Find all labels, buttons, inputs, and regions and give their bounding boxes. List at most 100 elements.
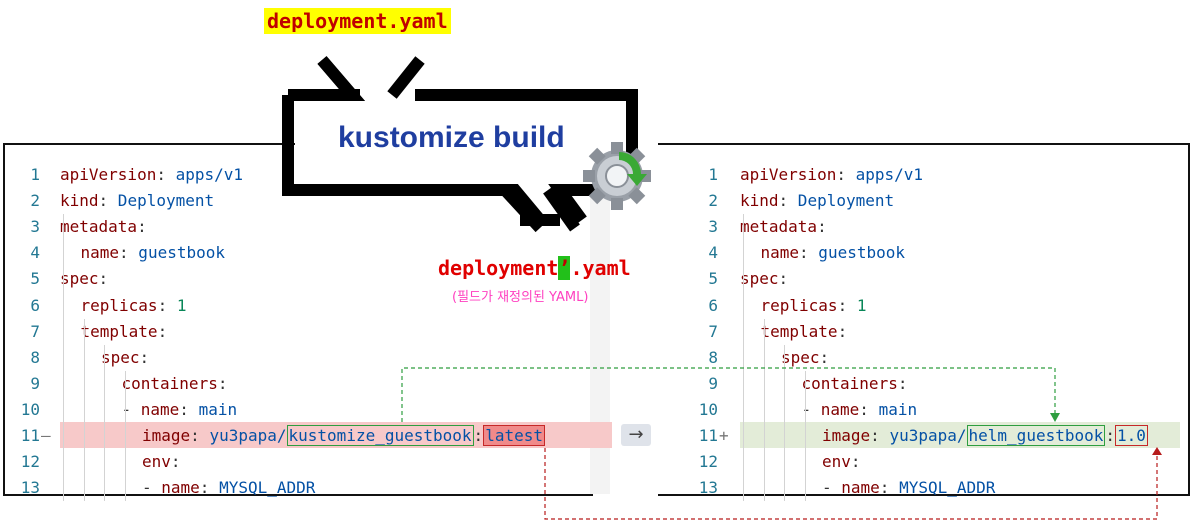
left-yaml-value: Deployment: [108, 191, 215, 211]
left-code-line[interactable]: apiVersion: apps/v1: [60, 162, 243, 188]
left-yaml-key: metadata: [60, 217, 138, 237]
right-yaml-key: template: [760, 321, 838, 341]
left-scroll-gutter[interactable]: [590, 145, 610, 494]
right-line-number: 1: [708, 165, 718, 184]
right-colon: :: [799, 243, 809, 263]
left-yaml-key: name: [140, 399, 180, 419]
left-line-number: 7: [30, 321, 40, 341]
right-image-name: helm_guestbook: [966, 425, 1106, 446]
right-code-line[interactable]: apiVersion: apps/v1: [740, 162, 923, 188]
left-code-line[interactable]: image: yu3papa/kustomize_guestbook:lates…: [142, 423, 545, 449]
right-code-line[interactable]: - name: MYSQL_ADDR: [822, 475, 995, 501]
right-colon: :: [836, 165, 846, 184]
right-line-number: 9: [708, 373, 718, 393]
left-yaml-value: main: [188, 399, 238, 419]
right-code-line[interactable]: name: guestbook: [761, 240, 906, 266]
right-colon: :: [870, 426, 880, 445]
left-code-line[interactable]: - name: MYSQL_ADDR: [142, 475, 315, 501]
left-colon: :: [190, 426, 200, 445]
left-yaml-key: name: [80, 243, 120, 263]
right-code-line[interactable]: env:: [822, 449, 861, 475]
left-indent-guide: [124, 370, 126, 502]
left-colon: :: [179, 399, 189, 419]
right-code-line[interactable]: spec:: [740, 266, 788, 292]
left-yaml-value: apps/v1: [165, 165, 244, 184]
tag-link-arrowhead: [1152, 447, 1162, 455]
left-line-number: 11: [20, 426, 40, 445]
right-code-line[interactable]: template:: [761, 319, 848, 345]
right-code-line[interactable]: metadata:: [740, 214, 827, 240]
right-yaml-key: image: [822, 426, 871, 445]
left-line-number: 13: [20, 478, 40, 498]
right-yaml-key: -: [822, 478, 842, 498]
left-colon: :: [170, 452, 181, 472]
right-code-line[interactable]: spec:: [781, 345, 829, 371]
left-yaml-key: kind: [60, 191, 99, 211]
output-file-prime: ’: [558, 256, 571, 280]
right-yaml-key: env: [822, 452, 851, 472]
left-colon: :: [156, 165, 166, 184]
left-code-line[interactable]: template:: [81, 319, 168, 345]
left-code-line[interactable]: name: guestbook: [81, 240, 226, 266]
left-code-line[interactable]: replicas: 1: [81, 293, 187, 319]
name-link-connector: [401, 367, 1056, 422]
output-note: (필드가 재정의된 YAML): [452, 290, 589, 305]
right-colon: :: [778, 269, 789, 289]
left-code-line[interactable]: kind: Deployment: [60, 188, 214, 214]
name-link-arrowhead: [1050, 413, 1060, 422]
right-line-number: 5: [708, 269, 718, 289]
right-code-line[interactable]: kind: Deployment: [740, 188, 894, 214]
right-line-number: 3: [708, 217, 718, 237]
right-yaml-key: name: [841, 478, 880, 498]
left-code-line[interactable]: env:: [142, 449, 181, 475]
left-code-line[interactable]: metadata:: [60, 214, 147, 240]
right-colon: :: [837, 321, 848, 341]
left-image-repo: yu3papa/: [209, 426, 287, 445]
right-yaml-value: apps/v1: [845, 165, 924, 184]
left-image-colon: :: [473, 426, 484, 445]
right-yaml-key: containers: [801, 373, 898, 393]
right-code-line[interactable]: containers:: [802, 371, 908, 397]
left-line-number: 2: [30, 191, 40, 211]
right-colon: :: [879, 478, 890, 498]
right-yaml-key: spec: [740, 269, 779, 289]
right-line-number: 11: [698, 426, 718, 445]
right-yaml-key: replicas: [760, 295, 838, 315]
right-yaml-key: kind: [740, 191, 779, 211]
right-indent-guide: [743, 214, 744, 502]
left-yaml-value: MYSQL_ADDR: [209, 478, 316, 498]
diff-arrow-button[interactable]: →: [621, 424, 651, 446]
input-file-label: deployment.yaml: [264, 8, 451, 34]
right-yaml-value: main: [868, 399, 918, 419]
left-code-line[interactable]: containers:: [122, 371, 228, 397]
right-indent-guide: [763, 318, 765, 502]
left-line-number: 10: [20, 399, 40, 419]
right-code-line[interactable]: - name: main: [802, 397, 918, 423]
left-yaml-key: name: [161, 478, 200, 498]
right-yaml-value: Deployment: [788, 191, 895, 211]
right-yaml-value: MYSQL_ADDR: [889, 478, 996, 498]
command-label: kustomize build: [338, 121, 565, 154]
left-line-number: 8: [30, 347, 40, 367]
left-code-line[interactable]: spec:: [60, 266, 108, 292]
left-yaml-key: template: [80, 321, 158, 341]
output-file-label: deployment’.yaml: [438, 256, 631, 280]
gear-icon: [583, 142, 651, 210]
left-colon: :: [199, 478, 210, 498]
right-code-line[interactable]: replicas: 1: [761, 293, 867, 319]
right-colon: :: [819, 347, 830, 367]
left-yaml-key: -: [142, 478, 162, 498]
right-image-tag: 1.0: [1115, 425, 1148, 446]
right-line-number: 10: [698, 399, 718, 419]
left-code-line[interactable]: - name: main: [122, 397, 238, 423]
right-yaml-value: guestbook: [808, 243, 905, 263]
left-line-number: 4: [30, 243, 40, 263]
bracket-down-right: [543, 186, 580, 232]
bracket-inner: [288, 56, 425, 101]
left-code-line[interactable]: spec:: [101, 345, 149, 371]
left-colon: :: [137, 217, 147, 237]
right-image-colon: :: [1105, 426, 1116, 445]
added-line-highlight: [740, 422, 1180, 448]
right-code-line[interactable]: image: yu3papa/helm_guestbook:1.0: [822, 423, 1148, 449]
